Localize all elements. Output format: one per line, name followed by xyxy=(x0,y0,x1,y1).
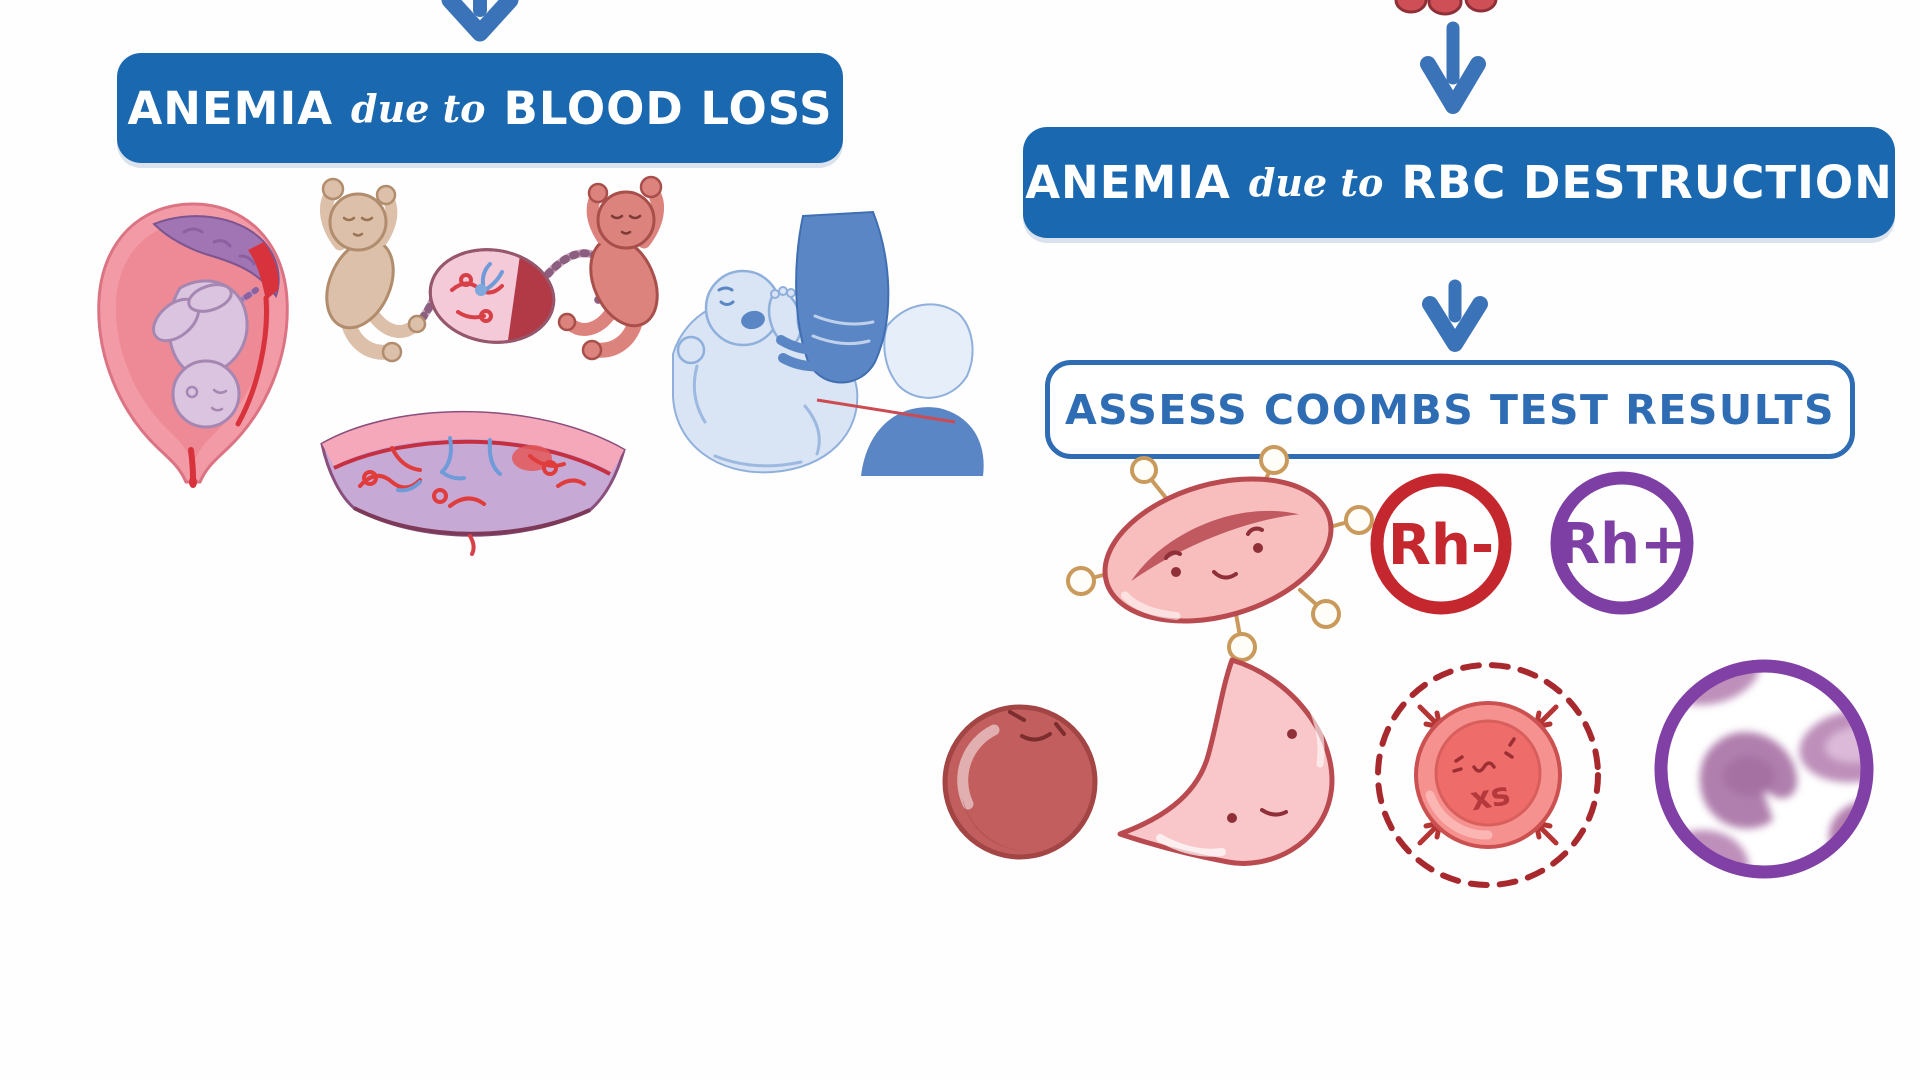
swollen-cell-face xyxy=(1452,737,1516,773)
antibodies xyxy=(1066,445,1374,662)
rh-negative-label: Rh- xyxy=(1388,513,1494,578)
fetus xyxy=(152,279,249,429)
blood-smear-microscope-illustration xyxy=(1654,659,1874,879)
rh-positive-label: Rh+ xyxy=(1557,512,1687,577)
anemia-blood-loss-box: ANEMIA due to BLOOD LOSS xyxy=(117,53,843,163)
down-arrow-icon xyxy=(441,0,519,42)
box-title-prefix: ANEMIA xyxy=(1025,156,1231,209)
recipient-twin xyxy=(557,175,665,361)
down-arrow-icon xyxy=(1422,279,1488,352)
shared-placenta xyxy=(428,241,560,351)
sickle-face xyxy=(1227,729,1297,823)
obstetrician-sleeve xyxy=(883,303,974,399)
box-title-prefix: ANEMIA xyxy=(127,81,334,135)
box-title-connector: due to xyxy=(351,85,486,131)
rbc-face xyxy=(1164,526,1264,580)
rh-positive-badge: Rh+ xyxy=(1550,471,1694,615)
rh-negative-badge: Rh- xyxy=(1370,473,1512,615)
box-title-suffix: RBC DESTRUCTION xyxy=(1401,156,1893,209)
antibody-coated-rbc-illustration xyxy=(1066,445,1374,662)
spherocyte-face xyxy=(1008,710,1066,742)
newborn-fist xyxy=(676,335,706,365)
spherocyte-illustration xyxy=(942,704,1098,860)
anemia-rbc-destruction-box: ANEMIA due to RBC DESTRUCTION xyxy=(1023,127,1895,238)
box-title-connector: due to xyxy=(1248,160,1384,205)
abruption-bleed xyxy=(248,242,279,300)
assess-coombs-label: ASSESS COOMBS TEST RESULTS xyxy=(1064,385,1836,434)
umbilical-cord-line xyxy=(816,398,956,424)
assisting-hand xyxy=(861,407,984,476)
blood-trickle xyxy=(188,447,196,481)
assess-coombs-box: ASSESS COOMBS TEST RESULTS xyxy=(1045,360,1855,459)
down-arrow-icon xyxy=(1420,21,1486,114)
fetus-in-uterus-illustration xyxy=(97,202,289,488)
blue-vessels xyxy=(396,436,502,493)
gripping-hand xyxy=(795,210,890,384)
donor-twin xyxy=(319,177,427,363)
red-blood-cells-icon xyxy=(1394,0,1498,16)
swollen-cell-label: xs xyxy=(1467,774,1513,818)
placenta-cross-section-illustration xyxy=(320,410,626,556)
osmotic-swelling-illustration: xs xyxy=(1375,662,1601,888)
newborn-delivery-illustration xyxy=(672,210,984,476)
placenta xyxy=(152,215,280,299)
box-title-suffix: BLOOD LOSS xyxy=(503,81,833,135)
crying-mouth xyxy=(741,310,765,330)
sickle-cell-illustration xyxy=(1117,657,1335,866)
twin-transfusion-illustration xyxy=(319,175,665,363)
